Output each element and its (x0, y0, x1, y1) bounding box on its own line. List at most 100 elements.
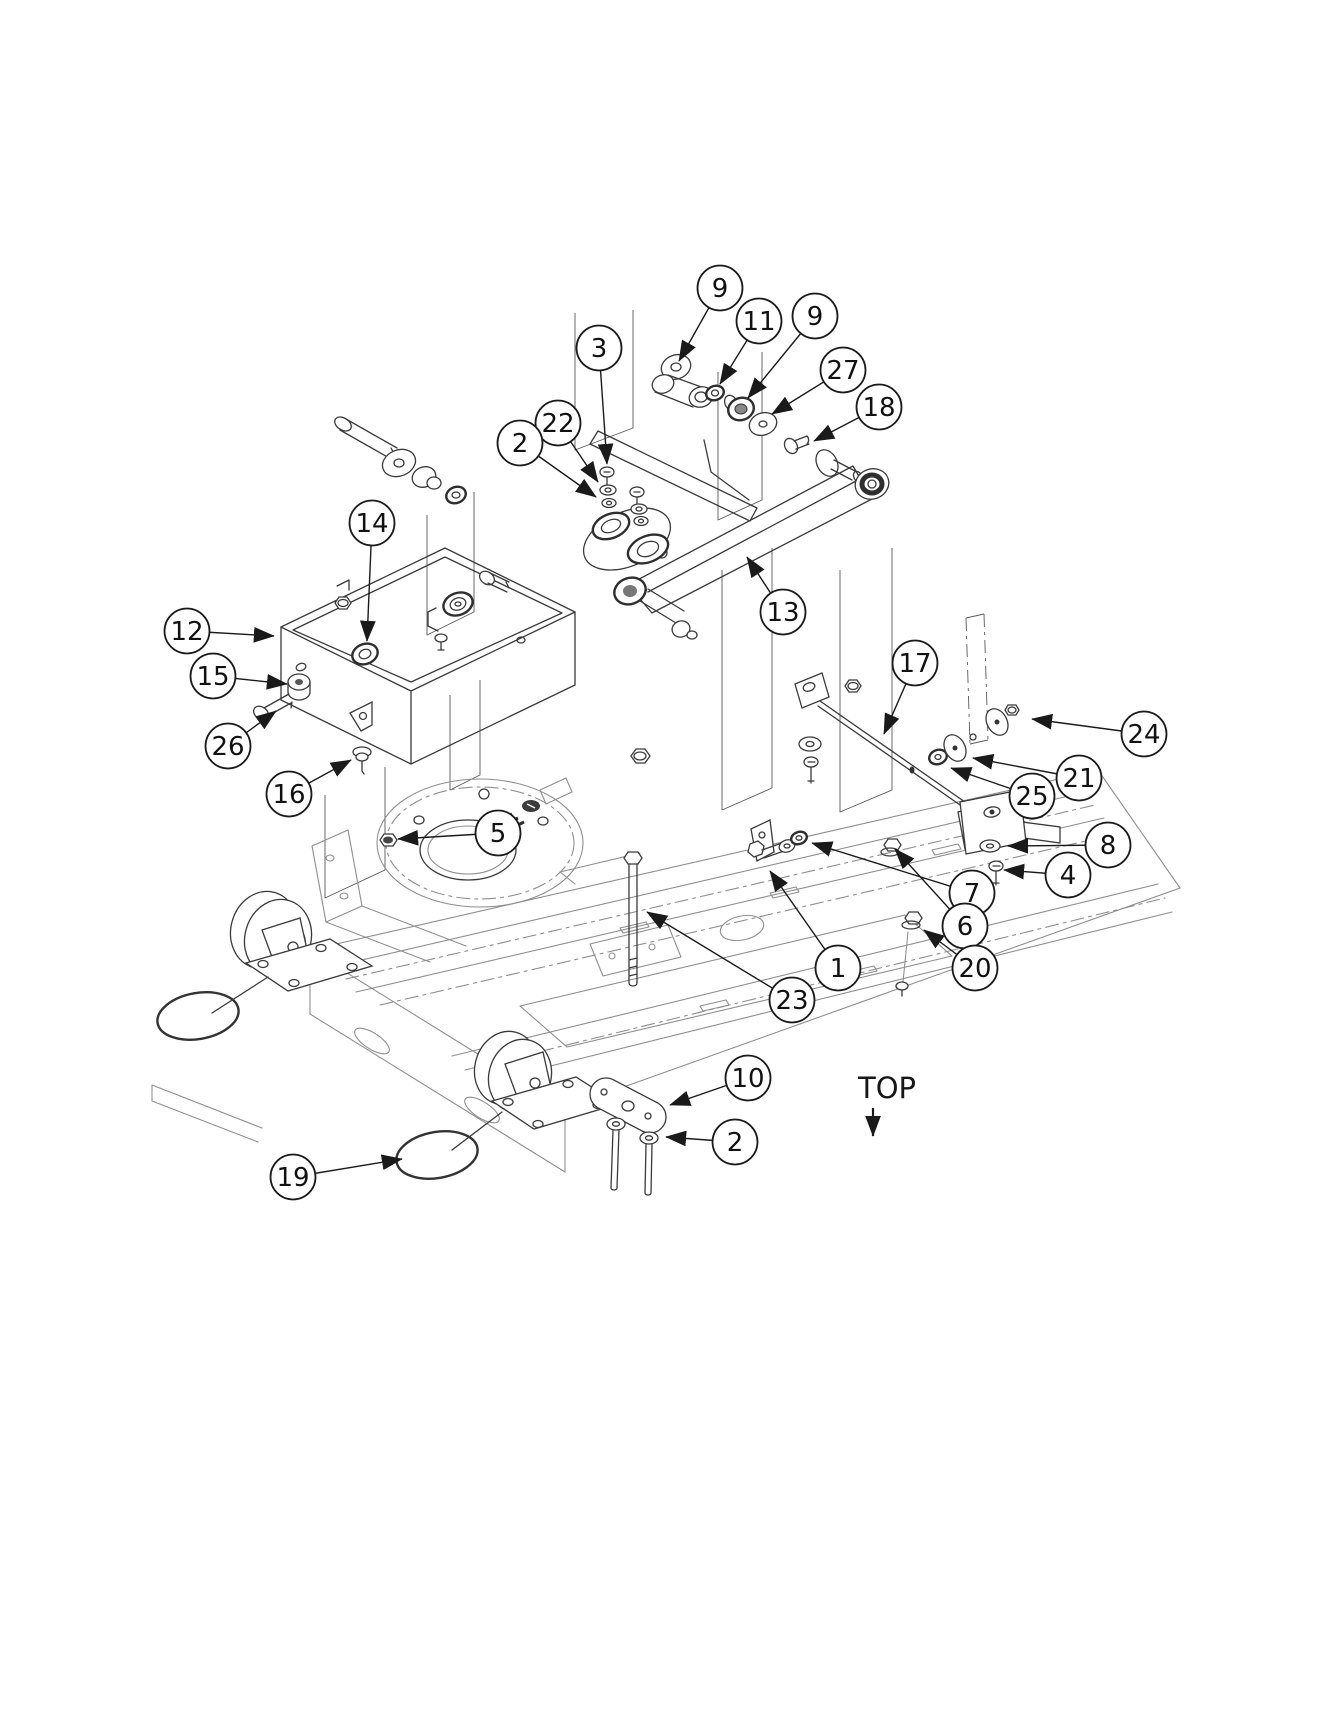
callout-part-number: 23 (775, 986, 808, 1016)
callout-14: 14 (348, 499, 396, 642)
callout-bubble (711, 1118, 759, 1166)
callout-bubble (265, 770, 313, 818)
caster-left (229, 890, 374, 992)
callout-part-number: 9 (807, 302, 824, 332)
callout-23: 23 (646, 911, 816, 1024)
callout-part-number: 2 (727, 1128, 744, 1158)
callout-part-number: 22 (541, 409, 574, 439)
callout-part-number: 16 (272, 780, 305, 810)
lower-arm-weldment (582, 430, 890, 640)
bottom-plate-assembly (589, 1077, 667, 1196)
projection-boundary-lines (324, 310, 893, 899)
callout-bubble (534, 399, 582, 447)
callout-bubble (855, 383, 903, 431)
callout-9: 9 (747, 292, 839, 399)
callout-21: 21 (972, 753, 1103, 802)
callout-part-number: 9 (712, 274, 729, 304)
callout-17: 17 (883, 639, 939, 735)
callout-2: 2 (665, 1118, 759, 1166)
callout-bubble (735, 297, 783, 345)
support-bar-assembly (623, 613, 1061, 997)
callout-12: 12 (163, 607, 275, 655)
callout-bubble (768, 976, 816, 1024)
callout-bubble (1044, 851, 1092, 899)
callout-bubble (474, 809, 522, 857)
callout-13: 13 (746, 556, 807, 636)
callout-bubble (724, 1054, 772, 1102)
tray-box-assembly (252, 547, 576, 775)
callout-part-number: 19 (276, 1163, 309, 1193)
callout-25: 25 (950, 767, 1056, 820)
callout-bubble (575, 324, 623, 372)
callout-19: 19 (269, 1153, 403, 1201)
callout-1: 1 (769, 870, 862, 992)
callout-part-number: 7 (964, 879, 981, 909)
caster-right (473, 1030, 620, 1130)
callout-bubble (348, 499, 396, 547)
callout-bubble (696, 264, 744, 312)
deck-hardware (623, 679, 1027, 997)
callout-part-number: 3 (591, 334, 608, 364)
callout-bubble (814, 944, 862, 992)
callout-part-number: 27 (826, 356, 859, 386)
callout-part-number: 6 (957, 912, 974, 942)
callout-part-number: 25 (1015, 782, 1048, 812)
callout-leader-arrow (811, 841, 973, 894)
round-plate-assembly (311, 777, 584, 963)
callout-part-number: 8 (1100, 831, 1117, 861)
callout-part-number: 4 (1060, 861, 1077, 891)
callout-bubble (759, 588, 807, 636)
callout-27: 27 (771, 346, 867, 415)
callout-part-number: 18 (862, 393, 895, 423)
callout-part-number: 12 (170, 617, 203, 647)
callout-part-number: 24 (1127, 720, 1160, 750)
pivot-bolt-assembly (334, 416, 467, 505)
callout-bubble (496, 419, 544, 467)
callout-part-number: 15 (196, 662, 229, 692)
callout-4: 4 (1003, 851, 1092, 899)
callout-18: 18 (813, 383, 903, 442)
callout-bubble (163, 607, 211, 655)
callout-bubble (269, 1153, 317, 1201)
orientation-label: TOP (857, 1071, 916, 1105)
callout-bubble (819, 346, 867, 394)
callout-bubble (951, 944, 999, 992)
callout-bubble (1055, 754, 1103, 802)
orientation-indicator: TOP (857, 1071, 916, 1137)
callout-bubble (204, 722, 252, 770)
callout-9: 9 (678, 264, 744, 362)
callout-2: 2 (496, 419, 597, 498)
callout-part-number: 10 (731, 1064, 764, 1094)
callout-part-number: 2 (512, 429, 529, 459)
callout-15: 15 (189, 652, 288, 700)
callout-26: 26 (204, 710, 277, 770)
callout-part-number: 1 (830, 954, 847, 984)
callout-11: 11 (719, 297, 783, 385)
callout-part-number: 20 (958, 954, 991, 984)
callout-part-number: 5 (490, 819, 507, 849)
o-ring-left (156, 976, 269, 1041)
callout-part-number: 21 (1062, 764, 1095, 794)
callout-24: 24 (1031, 710, 1168, 758)
callout-6: 6 (894, 848, 989, 950)
callout-8: 8 (1007, 821, 1132, 869)
callout-16: 16 (265, 759, 352, 818)
callout-leader-arrow (646, 911, 793, 1001)
callout-part-number: 13 (766, 598, 799, 628)
callout-bubble (891, 639, 939, 687)
roller-link-group (651, 353, 864, 484)
callout-part-number: 14 (355, 509, 388, 539)
callout-22: 22 (534, 399, 599, 483)
callout-part-number: 26 (211, 732, 244, 762)
callout-part-number: 11 (742, 307, 775, 337)
callout-bubble (1084, 821, 1132, 869)
callout-bubble (791, 292, 839, 340)
callout-10: 10 (669, 1054, 772, 1106)
callout-part-number: 17 (898, 649, 931, 679)
callout-bubble (1008, 772, 1056, 820)
callout-5: 5 (397, 809, 522, 857)
callout-bubble (189, 652, 237, 700)
